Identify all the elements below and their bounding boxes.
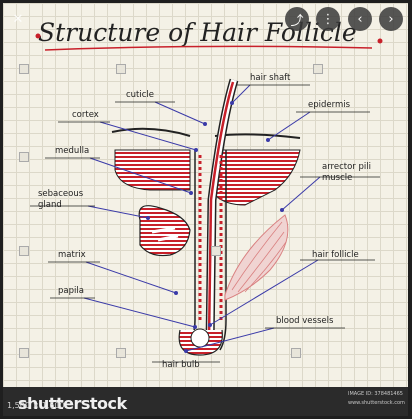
image-id: IMAGE ID: 378481465 (348, 391, 403, 397)
watermark-mark (291, 348, 301, 358)
title-dot-left (35, 33, 41, 39)
graph-paper-background (3, 3, 408, 387)
more-button[interactable]: ⋮ (316, 7, 340, 31)
title-dot-right (377, 38, 383, 44)
watermark-mark (211, 246, 221, 256)
label-matrix: matrix (58, 250, 86, 260)
label-hair-follicle: hair follicle (312, 250, 359, 260)
dermis-left (114, 149, 191, 191)
watermark-mark (19, 152, 29, 162)
next-button[interactable]: › (379, 7, 403, 31)
watermark-mark (19, 64, 29, 74)
close-button[interactable]: ✕ (6, 7, 30, 31)
label-gland: gland (38, 200, 62, 210)
share-icon: ⤴ (290, 13, 304, 29)
label-arrector-pili: arrector pili (322, 162, 371, 172)
prev-button[interactable]: ‹ (348, 7, 372, 31)
chevron-left-icon: ‹ (357, 11, 363, 27)
watermark-mark (19, 246, 29, 256)
image-dimensions: 1,500 × 1,600 (7, 401, 65, 410)
label-papilla: papila (58, 286, 84, 296)
label-cuticle: cuticle (126, 90, 155, 100)
label-hair-bulb: hair bulb (162, 360, 200, 370)
label-cortex: cortex (72, 110, 99, 120)
watermark-mark (116, 348, 126, 358)
label-arrector-pili-muscle: muscle (322, 173, 353, 183)
close-icon: ✕ (12, 11, 24, 27)
label-blood-vessels: blood vessels (276, 316, 334, 326)
epidermis-left (111, 127, 191, 137)
title-underline (44, 45, 373, 51)
watermark-mark (19, 348, 29, 358)
brand-logo: shutterstock (18, 394, 127, 413)
stock-footer (3, 387, 408, 416)
dermis-right (214, 149, 301, 206)
leader-lines (83, 84, 321, 352)
more-vertical-icon: ⋮ (321, 11, 335, 27)
gland-highlight (151, 226, 179, 242)
share-button[interactable]: ⤴ (285, 7, 309, 31)
medulla-line (207, 81, 235, 341)
chevron-right-icon: › (388, 11, 394, 27)
image-url: www.shutterstock.com (348, 400, 405, 406)
epidermis-right (214, 133, 301, 139)
watermark-mark (313, 64, 323, 74)
label-epidermis: epidermis (308, 100, 351, 110)
label-hair-shaft: hair shaft (250, 73, 291, 83)
watermark-mark (116, 64, 126, 74)
label-sebaceous: sebaceous (38, 189, 84, 199)
follicle-wall-right (219, 150, 227, 351)
arrector-pili-muscle (224, 214, 289, 301)
image-frame (3, 3, 408, 387)
label-medulla: medulla (55, 146, 90, 156)
papilla-shape (190, 328, 210, 348)
